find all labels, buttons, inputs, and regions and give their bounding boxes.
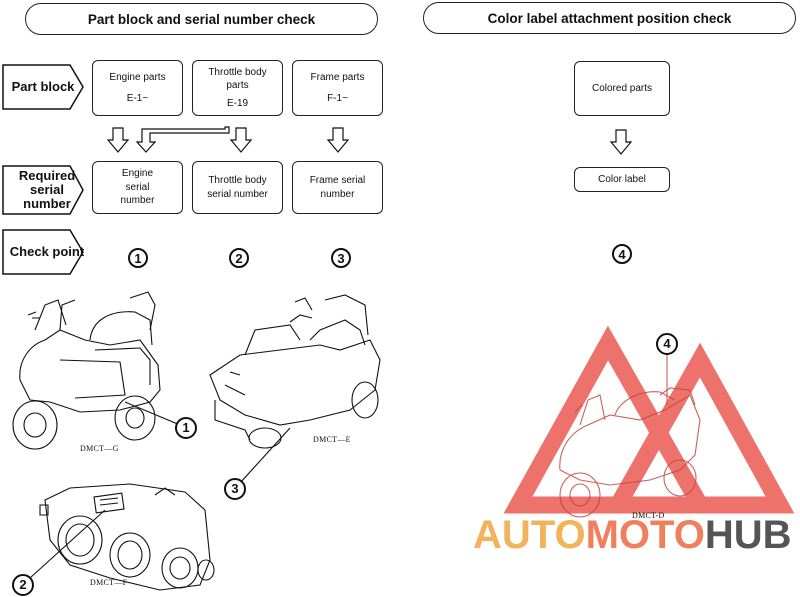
down-arrow-colored xyxy=(609,129,633,155)
part-block-code: E-1~ xyxy=(126,93,149,104)
callout-1-text: 1 xyxy=(182,420,190,435)
part-block-code: F-1~ xyxy=(327,93,348,104)
watermark-text: AUTO MOTO HUB xyxy=(473,513,792,558)
caption-dmct-g: DMCT—G xyxy=(80,444,119,453)
watermark-auto: AUTO xyxy=(473,513,586,557)
serial-text: Engine serial number xyxy=(120,168,155,207)
part-block-code: E-19 xyxy=(226,97,249,109)
part-block-title: Engine parts xyxy=(109,71,166,83)
row-label-part-block-text: Part block xyxy=(11,78,75,94)
row-label-required-serial-text: Required serial number xyxy=(18,167,76,212)
check-point-3: 3 xyxy=(331,248,351,268)
color-label-text: Color label xyxy=(598,173,646,185)
watermark-moto: MOTO xyxy=(585,513,705,557)
down-arrow-engine xyxy=(106,127,130,153)
colored-parts-text: Colored parts xyxy=(591,82,653,94)
down-arrow-throttle xyxy=(229,127,253,153)
part-block-throttle: Throttle body parts E-19 xyxy=(192,60,283,116)
check-point-1: 1 xyxy=(128,248,148,268)
callout-circle-1 xyxy=(175,417,197,439)
serial-text: Throttle body serial number xyxy=(207,175,268,200)
part-block-frame: Frame parts F-1~ xyxy=(292,60,383,116)
caption-dmct-f: DMCT—F xyxy=(90,578,128,587)
callout-circle-3 xyxy=(224,478,246,500)
row-label-check-point: Check point xyxy=(2,229,84,275)
row-label-part-block: Part block xyxy=(2,64,84,110)
colored-parts-box: Colored parts xyxy=(574,61,670,116)
bent-arrow-throttle-to-engine xyxy=(135,126,230,153)
color-label-box: Color label xyxy=(574,167,670,192)
left-section-header: Part block and serial number check xyxy=(25,3,378,35)
serial-throttle: Throttle body serial number xyxy=(192,161,283,214)
part-block-title: Throttle body parts xyxy=(208,66,267,92)
callout-circle-4 xyxy=(656,333,678,355)
tag-shape xyxy=(2,64,84,110)
caption-dmct-d: DMCT-D xyxy=(632,511,665,520)
tag-shape xyxy=(2,165,84,215)
callout-2-text: 2 xyxy=(19,577,27,592)
watermark-hub: HUB xyxy=(704,513,792,557)
watermark-triangles xyxy=(503,325,795,514)
check-point-2: 2 xyxy=(229,248,249,268)
callout-3-text: 3 xyxy=(231,481,239,496)
check-point-4: 4 xyxy=(612,244,632,264)
right-section-header: Color label attachment position check xyxy=(423,2,796,34)
serial-engine: Engine serial number xyxy=(92,161,183,214)
down-arrow-frame xyxy=(326,127,350,153)
tag-shape xyxy=(2,229,84,275)
callout-4-text: 4 xyxy=(663,336,671,351)
serial-frame: Frame serial number xyxy=(292,161,383,214)
row-label-required-serial: Required serial number xyxy=(2,165,84,215)
caption-dmct-e: DMCT—E xyxy=(313,435,351,444)
part-block-title: Frame parts xyxy=(310,71,365,83)
part-block-engine: Engine parts E-1~ xyxy=(92,60,183,116)
callout-circle-2 xyxy=(12,574,34,596)
serial-text: Frame serial number xyxy=(309,175,366,200)
row-label-check-point-text: Check point xyxy=(9,243,85,259)
